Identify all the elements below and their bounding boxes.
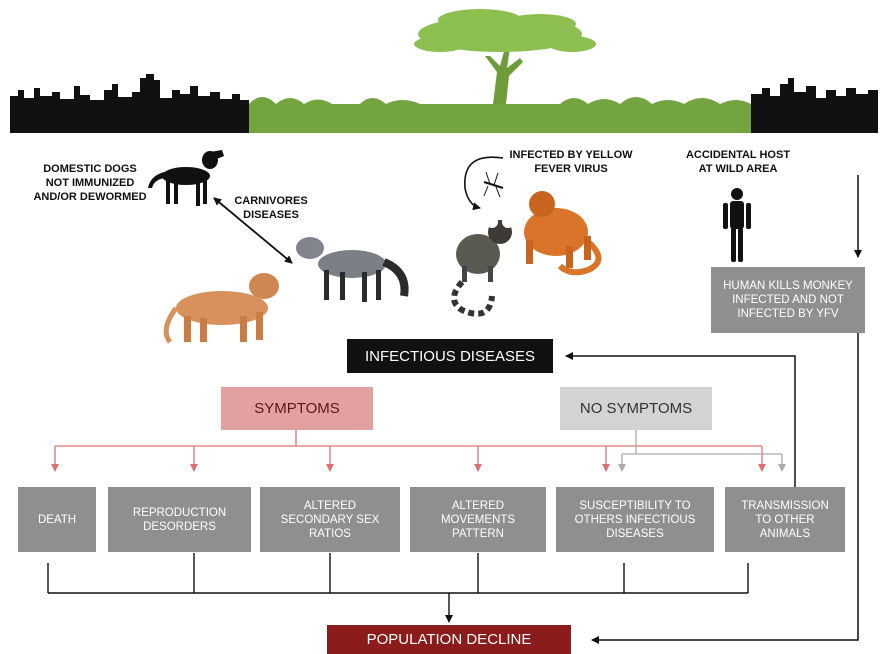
landscape-banner: [10, 9, 878, 133]
outcome-altered-movements: ALTERED MOVEMENTS PATTERN: [410, 487, 546, 552]
right-city-skyline: [751, 78, 878, 133]
puma-drawing: [163, 273, 279, 344]
mosquito-cycle: [464, 156, 504, 211]
label-infected-yfv: INFECTED BY YELLOW FEVER VIRUS: [509, 149, 633, 175]
label-carnivores: CARNIVORES DISEASES: [234, 195, 308, 221]
tree-canopy-right2: [548, 36, 596, 52]
symptoms-box: SYMPTOMS: [221, 387, 373, 430]
infectious-diseases-box: INFECTIOUS DISEASES: [347, 339, 553, 373]
nosymptom-branches: [618, 430, 786, 472]
outcome-reproduction-disorders: REPRODUCTION DESORDERS: [108, 487, 251, 552]
label-domestic-dogs: DOMESTIC DOGS NOT IMMUNIZED AND/OR DEWOR…: [33, 163, 147, 203]
mosquito-icon: [483, 171, 504, 198]
fox-drawing: [296, 237, 409, 302]
decline-merge-lines: [47, 553, 749, 623]
tree-canopy-right: [504, 14, 576, 34]
outcome-altered-sex-ratios: ALTERED SECONDARY SEX RATIOS: [260, 487, 400, 552]
tree-canopy-left: [414, 36, 466, 52]
label-accidental-host: ACCIDENTAL HOST AT WILD AREA: [685, 149, 791, 175]
no-symptoms-box: NO SYMPTOMS: [560, 387, 712, 430]
outcome-death: DEATH: [18, 487, 96, 552]
human-kills-monkey-box: HUMAN KILLS MONKEY INFECTED AND NOT INFE…: [711, 267, 865, 333]
tree-trunk: [485, 48, 523, 104]
symptom-branches: [51, 430, 766, 472]
howler-monkey-drawing: [524, 191, 602, 276]
dog-silhouette: [148, 150, 224, 206]
arrow-right-to-decline: [591, 333, 859, 644]
shrubs: [249, 97, 751, 104]
dog-carnivore-arrow: [213, 197, 293, 264]
forest-band: [249, 104, 751, 133]
outcome-transmission: TRANSMISSION TO OTHER ANIMALS: [725, 487, 845, 552]
tree-canopy-top: [438, 9, 522, 31]
left-city-skyline: [10, 74, 249, 133]
population-decline-box: POPULATION DECLINE: [327, 625, 571, 654]
outcome-susceptibility: SUSCEPTIBILITY TO OTHERS INFECTIOUS DISE…: [556, 487, 714, 552]
arrow-transmission-to-infectious: [565, 352, 796, 487]
human-silhouette: [723, 188, 751, 262]
marmoset-drawing: [451, 216, 514, 317]
